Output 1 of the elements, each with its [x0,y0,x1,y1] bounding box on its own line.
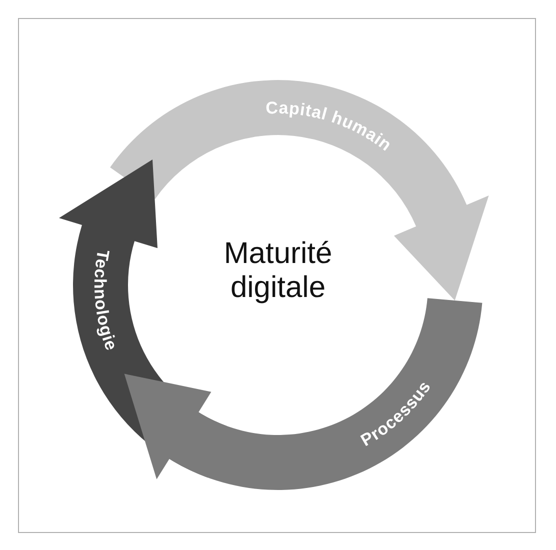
center-label: Maturité digitale [222,237,334,305]
